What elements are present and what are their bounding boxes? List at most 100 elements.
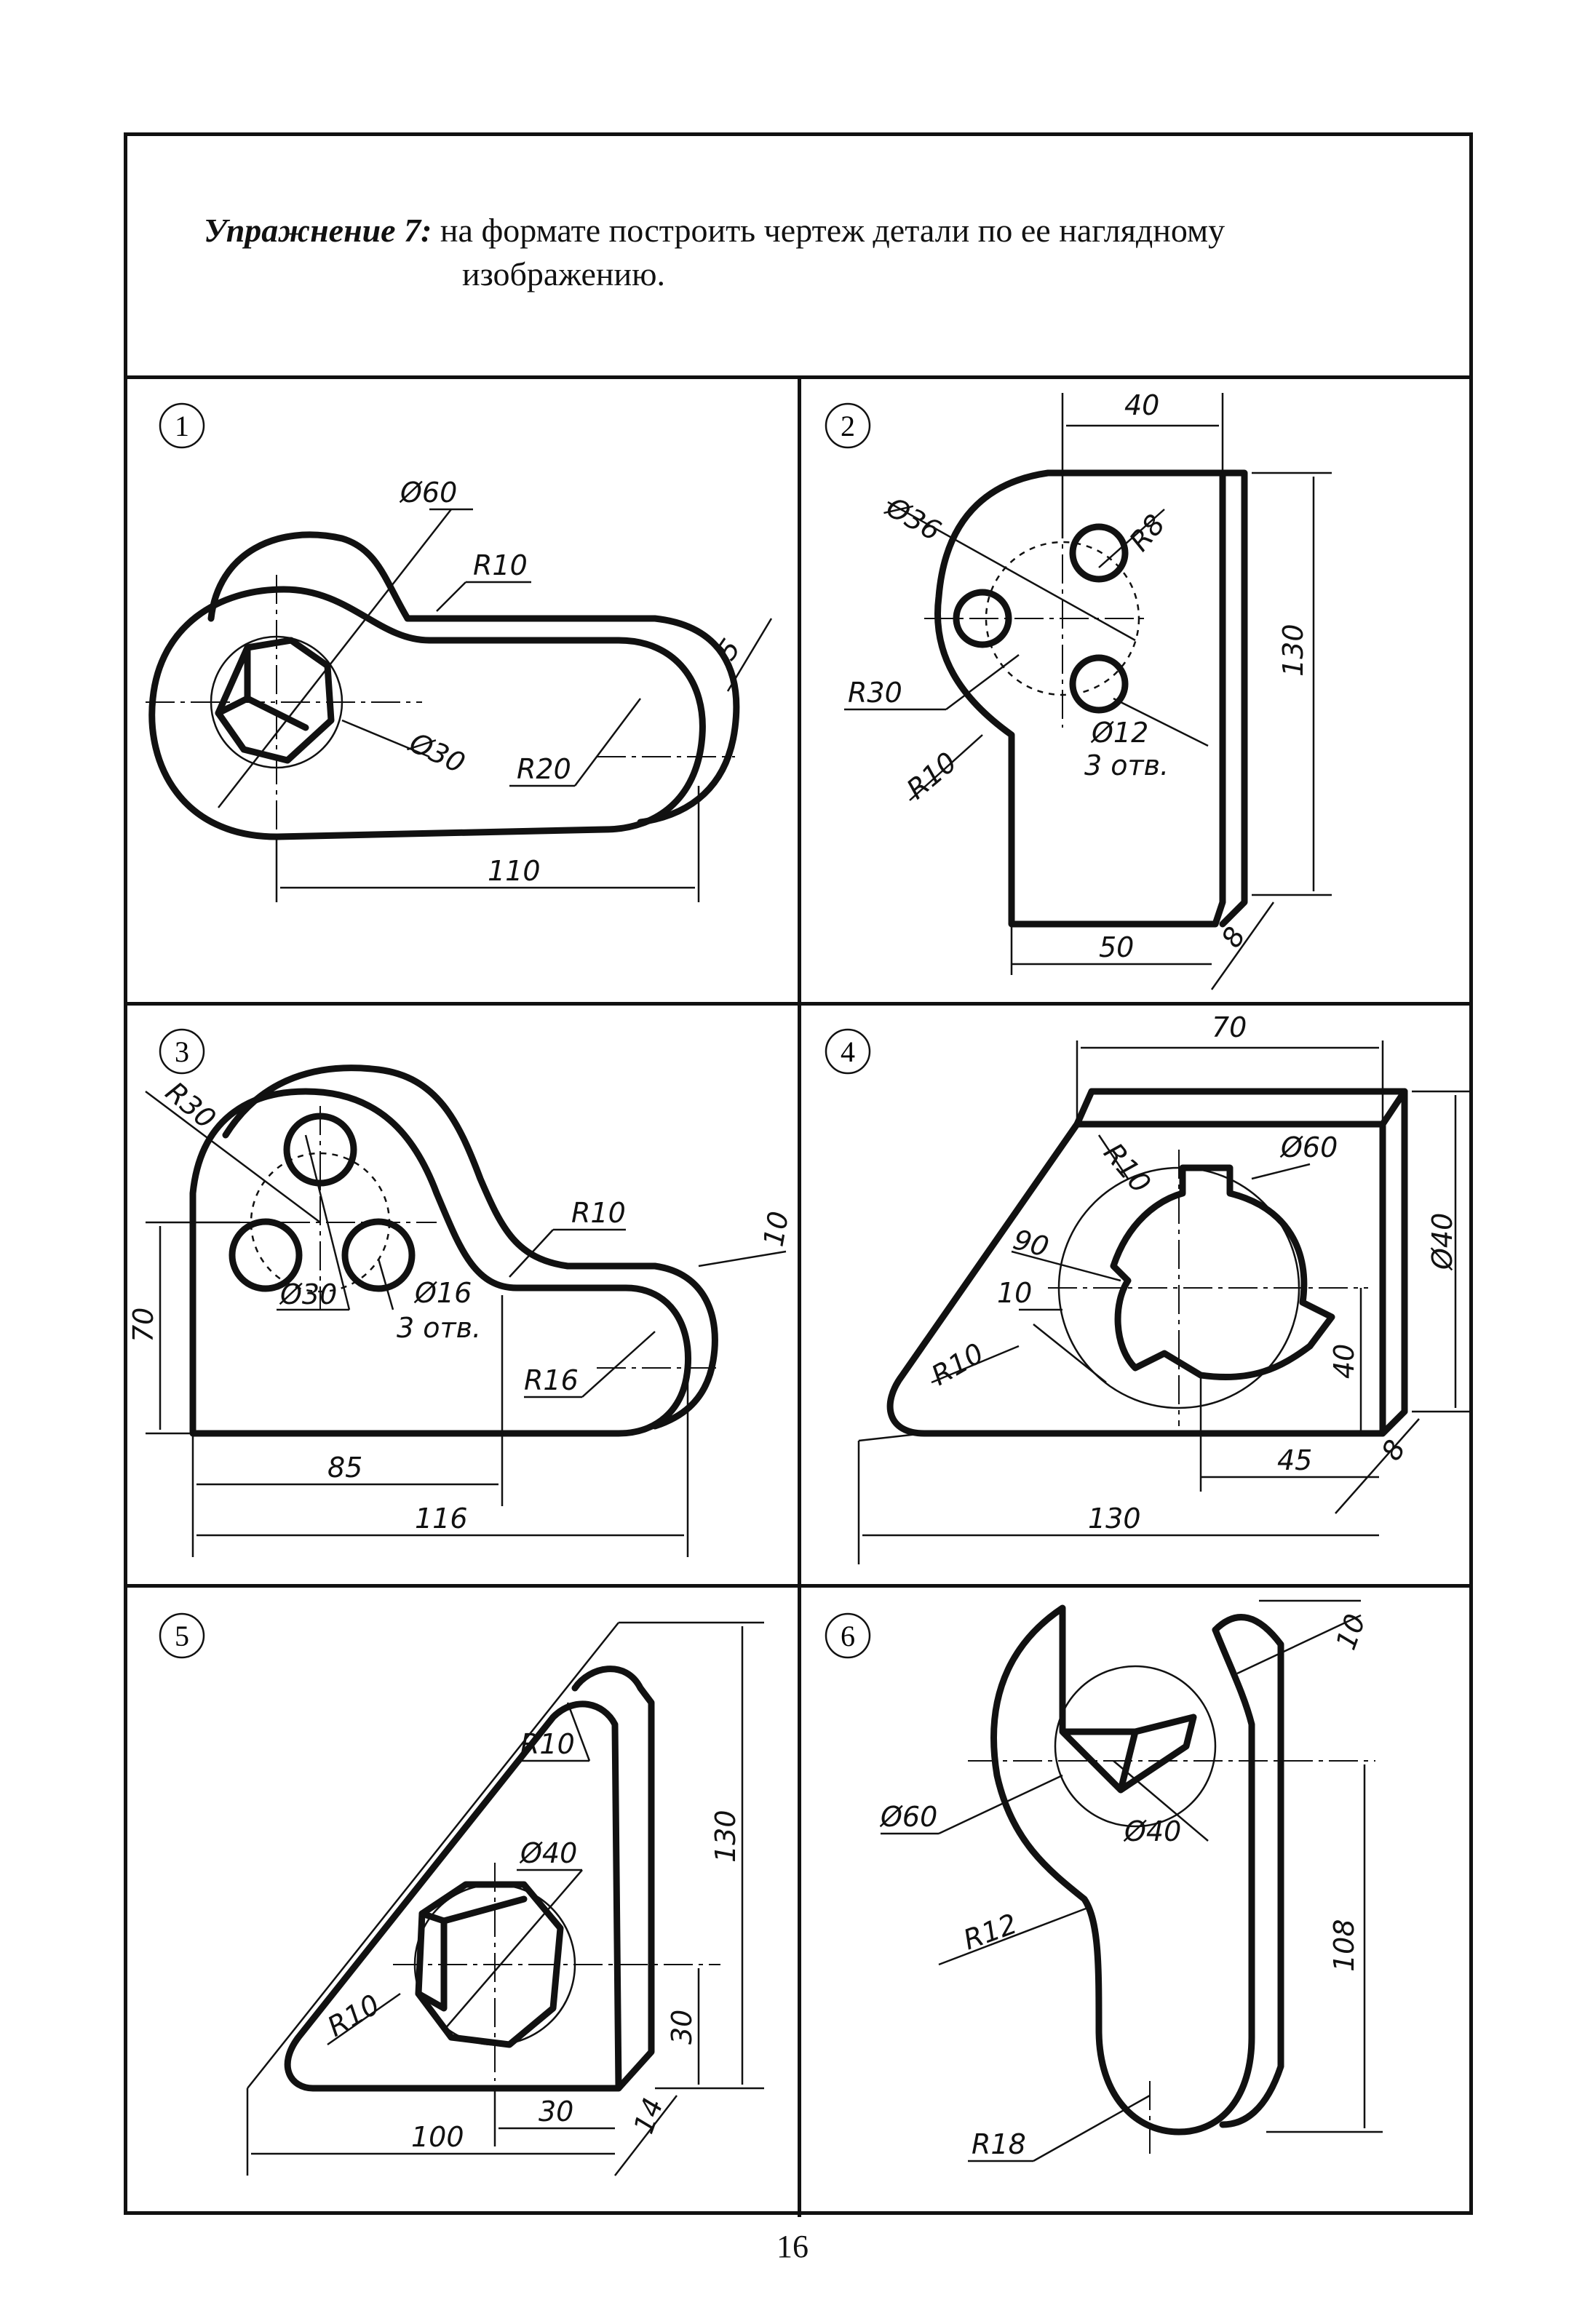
drawing-frame: Упражнение 7: на формате построить черте… — [124, 132, 1473, 2217]
exercise-label: Упражнение 7: — [204, 212, 432, 249]
leader-d40 — [443, 1869, 583, 2031]
leader-8 — [1210, 902, 1275, 990]
dim-3-10: 10 — [758, 1209, 795, 1249]
leader-d16 — [377, 1258, 394, 1310]
leader-r10-bottom — [931, 1345, 1020, 1384]
leader-d30 — [341, 719, 430, 758]
dim-4-130: 130 — [1088, 1503, 1141, 1535]
part-3-back-edge — [222, 1064, 718, 1430]
exercise-header: Упражнение 7: на формате построить черте… — [127, 136, 1469, 379]
drawing-3: 3 R30 — [127, 1028, 795, 1557]
leader-r30 — [945, 654, 1020, 710]
hole-2a — [1069, 523, 1129, 583]
dim-3-holes: 3 отв. — [397, 1312, 481, 1344]
dim-2-d12: Ø12 — [1090, 717, 1148, 749]
dim-6-10: 10 — [1330, 1610, 1372, 1654]
keyway-hole-4 — [1110, 1164, 1335, 1381]
dim-4-70: 70 — [1212, 1011, 1247, 1043]
grid-row-divider-2 — [127, 1584, 1469, 1588]
leader-d60 — [938, 1774, 1063, 1835]
drawing-1: 1 Ø60 R10 Ø30 R — [146, 402, 773, 902]
drawing-6: 6 10 Ø60 Ø40 R12 108 R18 — [825, 1599, 1383, 2162]
hole-2c — [1069, 654, 1129, 714]
leader-d36 — [887, 501, 1136, 642]
dim-5-r10a: R10 — [520, 1728, 575, 1760]
part-1-back-edge — [207, 531, 740, 826]
dim-4-d60: Ø60 — [1279, 1131, 1338, 1163]
part-4-top-edge — [1073, 1088, 1408, 1415]
dim-2-r10: R10 — [901, 746, 964, 805]
cell-number-2: 2 — [841, 410, 855, 442]
dim-5-130: 130 — [710, 1810, 742, 1863]
dim-1-d60: Ø60 — [399, 477, 457, 509]
drawing-2: 2 40 Ø36 R8 130 — [825, 389, 1332, 990]
hex-hole-6 — [1059, 1619, 1197, 1794]
dim-4-r10b: R10 — [926, 1337, 990, 1391]
leader-d12 — [1113, 697, 1209, 747]
dim-6-d60: Ø60 — [879, 1801, 937, 1833]
dim-2-holes: 3 отв. — [1084, 749, 1169, 781]
leader-10 — [1236, 1614, 1362, 1675]
dim-5-14: 14 — [627, 2094, 670, 2138]
dim-6-108: 108 — [1328, 1919, 1360, 1972]
ext-130-corner — [858, 1432, 925, 1442]
drawing-5: 5 R10 Ø40 130 R10 — [159, 1612, 764, 2176]
ext-130-slope — [247, 1622, 619, 2089]
part-3-front-face — [189, 1088, 692, 1437]
page-number: 16 — [776, 2229, 809, 2264]
leader-14 — [614, 2095, 678, 2176]
part-6-front-face — [990, 1604, 1255, 2136]
cell-number-circle-3 — [159, 1028, 205, 1075]
leader-10 — [1033, 1324, 1107, 1383]
dim-5-d40: Ø40 — [519, 1837, 577, 1869]
cell-number-circle-4 — [825, 1028, 871, 1075]
cell-number-circle-6 — [825, 1612, 871, 1659]
dim-3-r16: R16 — [524, 1364, 579, 1396]
dim-2-40: 40 — [1124, 389, 1159, 421]
dim-2-d36: Ø36 — [880, 490, 947, 547]
dim-4-d40: 90 — [1010, 1223, 1052, 1263]
dim-4-45: 45 — [1277, 1444, 1312, 1476]
dim-3-d30: Ø30 — [279, 1278, 337, 1310]
part-5-back-edge — [571, 1666, 655, 2092]
exercise-title: Упражнение 7: на формате построить черте… — [204, 209, 1225, 252]
grid-vertical-divider — [798, 376, 801, 2217]
dim-1-110: 110 — [488, 855, 541, 887]
grid-row-divider-1 — [127, 1002, 1469, 1006]
dim-3-116: 116 — [415, 1503, 468, 1535]
dim-1-d30: Ø30 — [403, 725, 469, 779]
leader-r8 — [1098, 509, 1165, 568]
dim-3-70: 70 — [127, 1308, 159, 1342]
drawing-4: 4 70 R — [825, 1011, 1470, 1564]
part-1-front-face — [148, 586, 706, 840]
dim-5-30h: 30 — [539, 2096, 573, 2128]
dim-2-r30: R30 — [848, 677, 902, 709]
cell-number-circle-5 — [159, 1612, 205, 1659]
leader-r10 — [436, 581, 466, 612]
leader-r20 — [574, 698, 641, 787]
dim-6-r18: R18 — [972, 2128, 1026, 2160]
leader-10 — [698, 1250, 787, 1268]
leader-r12 — [938, 1905, 1092, 1966]
part-5-front-face — [284, 1700, 622, 2092]
hole-3b — [229, 1218, 303, 1292]
exercise-text-2: изображению. — [462, 255, 666, 293]
hex-hole-5-inner — [415, 1895, 528, 2012]
dim-3-d16: Ø16 — [413, 1277, 472, 1309]
leader-r10-top — [566, 1702, 591, 1762]
circle-ref-6 — [1054, 1665, 1217, 1828]
dim-4-10: 10 — [997, 1277, 1032, 1309]
exercise-text-1: на формате построить чертеж детали по ее… — [440, 212, 1226, 249]
cell-number-3: 3 — [175, 1035, 189, 1068]
dim-5-30v: 30 — [666, 2010, 698, 2045]
cell-number-circle-1 — [159, 402, 205, 449]
leader-r18 — [1033, 2094, 1151, 2162]
leader-r16 — [581, 1331, 656, 1398]
leader-5 — [726, 618, 773, 692]
hole-3c — [341, 1218, 416, 1292]
dim-4-90: Ø40 — [1426, 1213, 1458, 1271]
dim-6-r12: R12 — [959, 1908, 1021, 1957]
cell-number-1: 1 — [175, 410, 189, 442]
